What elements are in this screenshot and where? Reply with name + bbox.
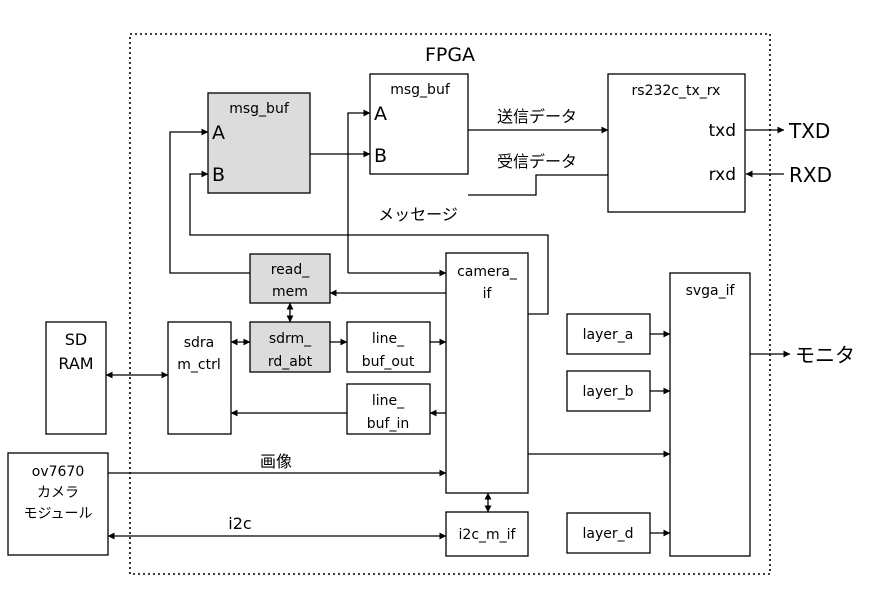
camera-if-line1: camera_ [457, 264, 518, 280]
sdrm-rd-abt-block [249, 321, 331, 373]
layer-b-block [566, 370, 651, 412]
sdram-line2: RAM [58, 354, 93, 373]
message-label: メッセージ [378, 205, 458, 224]
layer-d-block [566, 512, 651, 554]
rs232c-title: rs232c_tx_rx [632, 83, 721, 99]
i2c-m-if-title: i2c_m_if [459, 527, 517, 543]
rs232c-rxd-label: rxd [709, 165, 736, 185]
camera-line2: カメラ [37, 485, 79, 501]
sdram-line1: SD [65, 330, 87, 349]
line-buf-in-line1: line_ [372, 393, 405, 409]
image-label: 画像 [260, 452, 292, 471]
txd-out-label: TXD [788, 119, 830, 143]
msg-buf-2-block [369, 73, 469, 175]
sdrm-rd-abt-line1: sdrm_ [269, 331, 312, 347]
sdram-chip-block [45, 321, 107, 435]
read-mem-block [249, 253, 331, 304]
line-buf-out-block [346, 321, 431, 373]
msg-buf-2-title: msg_buf [390, 82, 451, 98]
wire-msgbuf2-a-input [347, 109, 371, 273]
i2c-label: i2c [228, 514, 251, 533]
sdram-ctrl-line1: sdra [184, 335, 215, 351]
wire-readmem-to-msgbuf [169, 128, 250, 274]
sdram-ctrl-line2: m_ctrl [177, 357, 220, 373]
msg-buf-1-title: msg_buf [229, 101, 290, 117]
rs232c-block [607, 73, 746, 213]
monitor-label: モニタ [795, 343, 855, 367]
read-mem-line1: read_ [271, 262, 311, 278]
msg-buf-1-port-a: A [212, 122, 225, 144]
msg-buf-1-block [207, 92, 311, 194]
svga-if-block [669, 272, 751, 557]
sdram-ctrl-block [167, 321, 232, 435]
line-buf-in-line2: buf_in [367, 416, 409, 432]
wire-receive-data [468, 174, 608, 196]
rs232c-txd-label: txd [708, 121, 736, 141]
rxd-in-label: RXD [789, 163, 832, 187]
layer-a-title: layer_a [583, 327, 634, 343]
layer-d-title: layer_d [582, 526, 633, 542]
read-mem-line2: mem [272, 284, 308, 300]
camera-line3: モジュール [23, 506, 92, 522]
line-buf-in-block [346, 383, 431, 435]
svga-if-title: svga_if [686, 283, 736, 299]
wire-message [189, 170, 549, 315]
msg-buf-2-port-a: A [374, 103, 387, 125]
fpga-label: FPGA [425, 44, 475, 66]
msg-buf-1-port-b: B [212, 164, 225, 186]
sdrm-rd-abt-line2: rd_abt [268, 354, 313, 370]
line-buf-out-line2: buf_out [362, 354, 415, 370]
send-data-label: 送信データ [497, 107, 577, 126]
receive-data-label: 受信データ [497, 152, 577, 171]
line-buf-out-line1: line_ [372, 331, 405, 347]
fpga-boundary [129, 33, 771, 575]
msg-buf-2-port-b: B [374, 145, 387, 167]
camera-if-line2: if [483, 286, 493, 302]
i2c-m-if-block [445, 511, 529, 557]
layer-a-block [566, 313, 651, 355]
camera-module-block [7, 452, 109, 556]
camera-if-block [445, 252, 529, 494]
layer-b-title: layer_b [582, 384, 633, 400]
camera-line1: ov7670 [32, 464, 84, 480]
